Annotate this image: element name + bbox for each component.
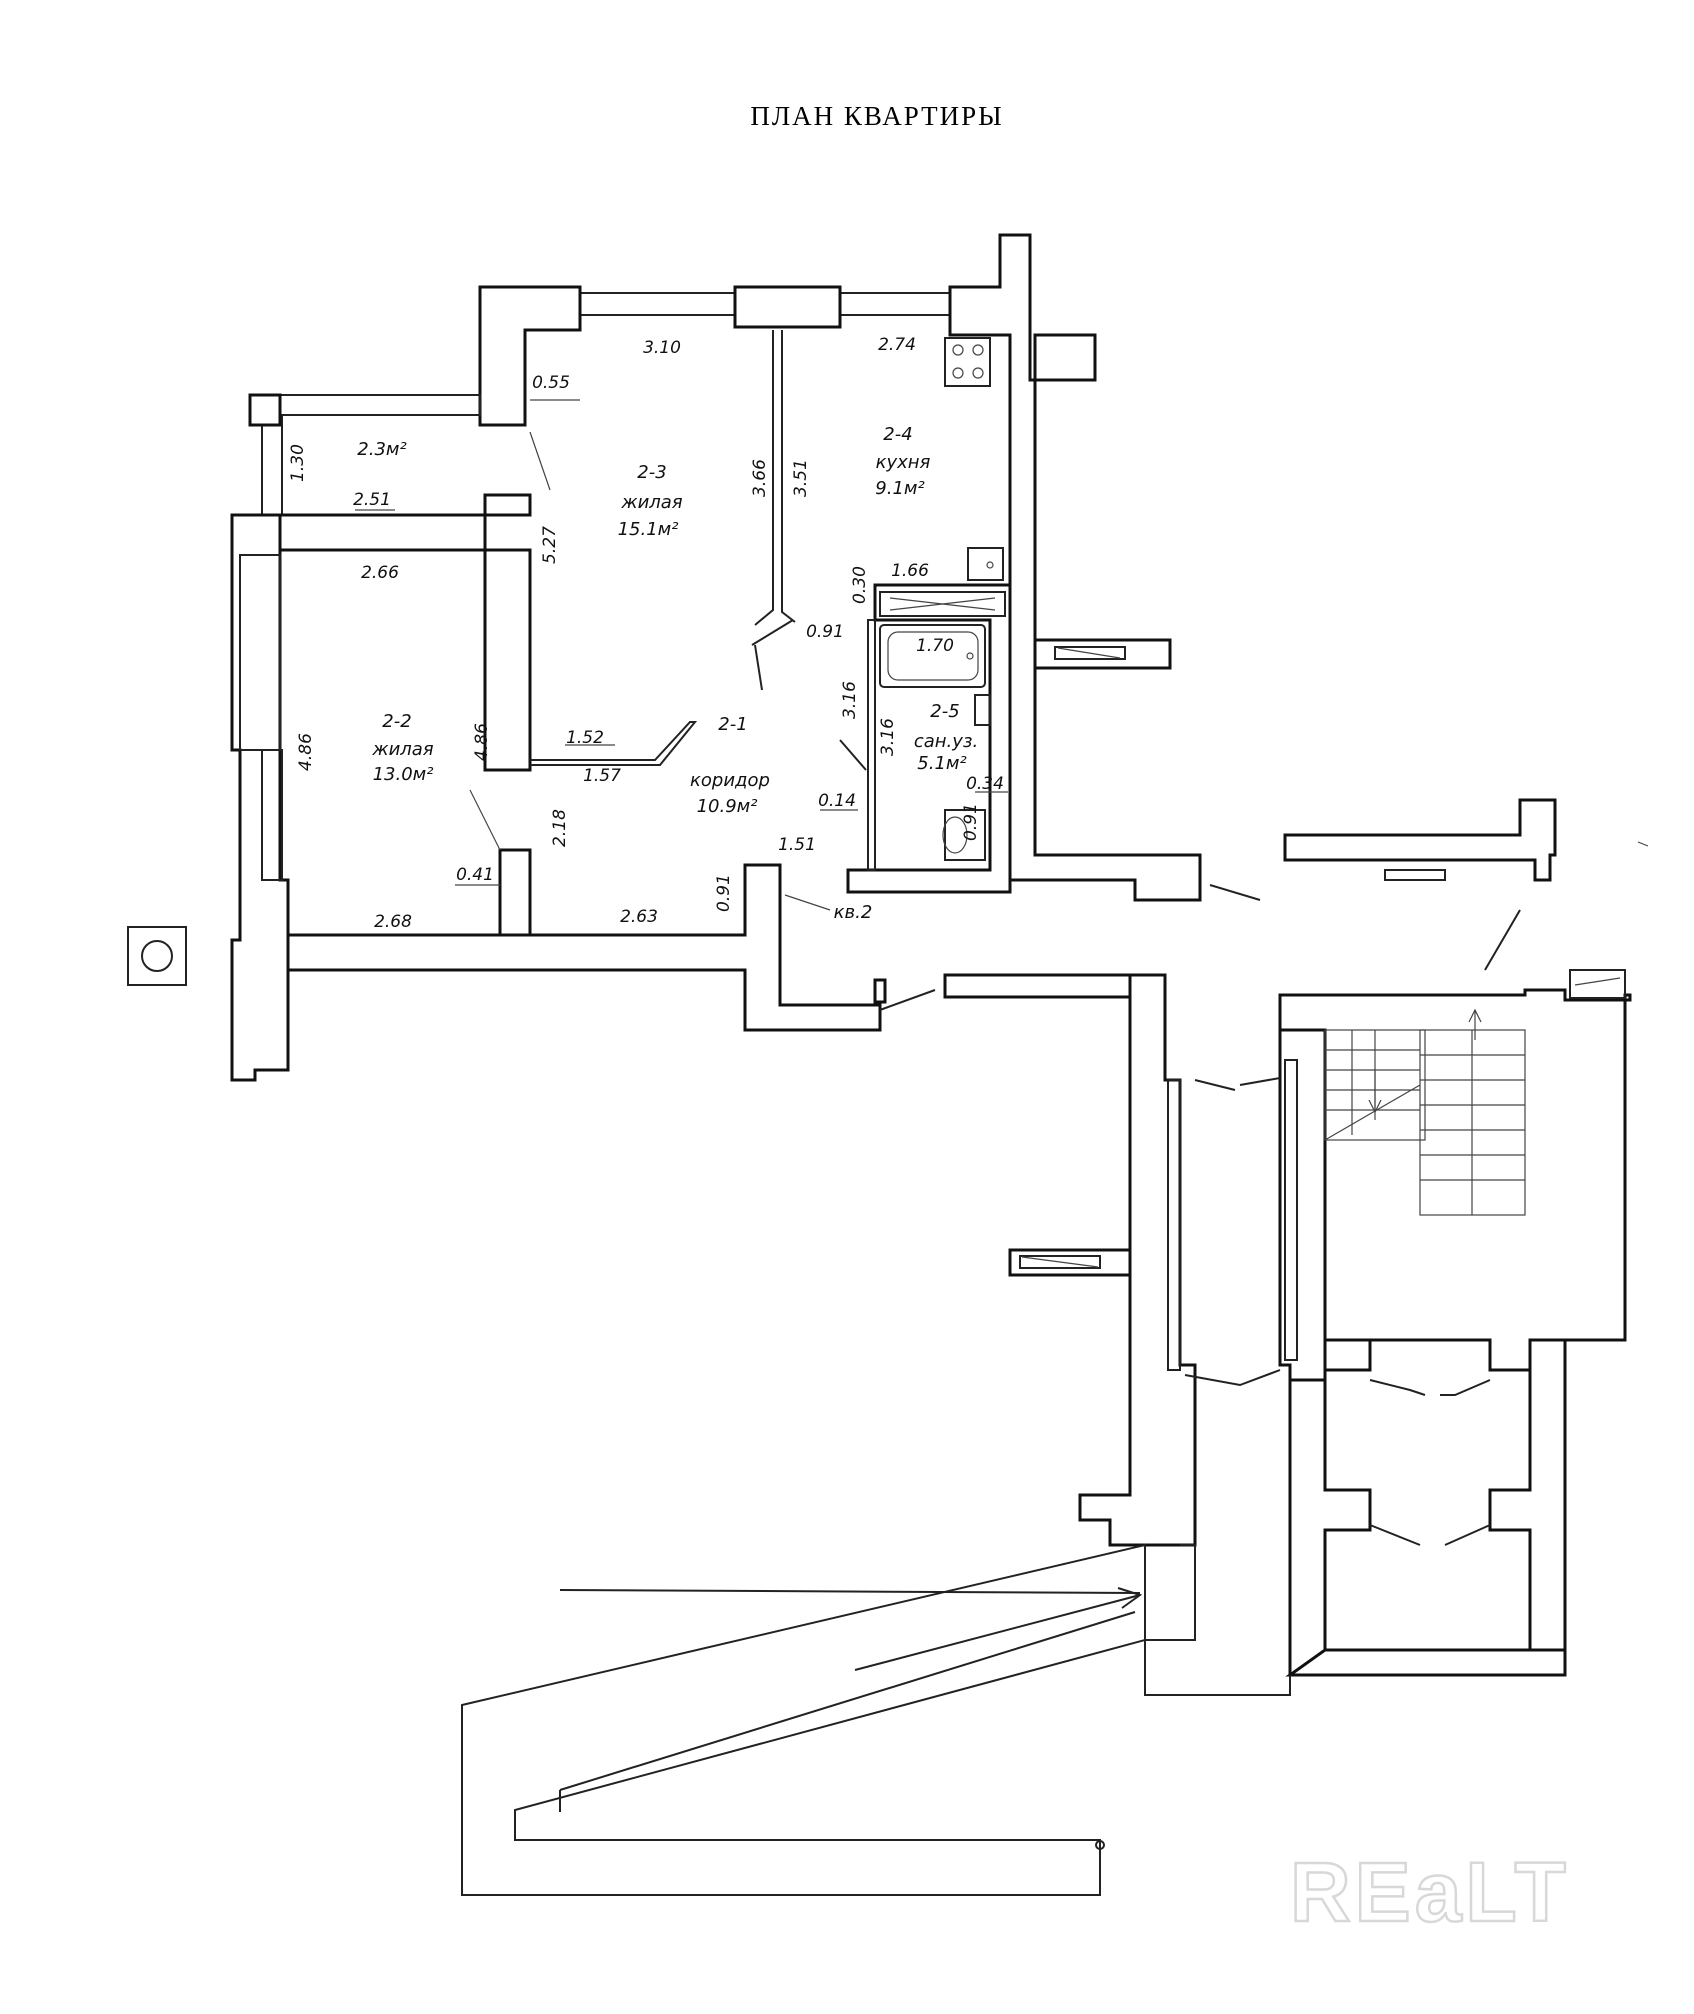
- room-area-2-1: 10.9м²: [697, 796, 758, 817]
- wall-bottom: [286, 848, 882, 1032]
- window-2-2-upper: [239, 554, 281, 751]
- dim-1-52: 1.52: [566, 728, 604, 748]
- door-stair: [1484, 909, 1521, 971]
- wall-corridor-right: [1278, 1028, 1327, 1382]
- ramp-arrow: [1117, 1587, 1143, 1609]
- door-jamb: [873, 978, 887, 1004]
- stair-steps: [1324, 1008, 1526, 1216]
- stove-icon: [944, 337, 991, 387]
- dim-3-51: 3.51: [791, 459, 811, 497]
- dim-0-55: 0.55: [532, 373, 570, 393]
- dim-1-70: 1.70: [916, 636, 954, 656]
- corner-block-top-left: [478, 285, 582, 427]
- page-title: ПЛАН КВАРТИРЫ: [750, 101, 1003, 131]
- dim-3-66: 3.66: [750, 459, 770, 497]
- vent-right: [1033, 638, 1172, 670]
- dim-0-91-b: 0.91: [961, 803, 981, 841]
- dim-2-18: 2.18: [550, 809, 570, 847]
- dim-1-51: 1.51: [778, 835, 816, 855]
- partition-2-3-corridor: [530, 721, 698, 766]
- partition-2-3-2-4: [754, 330, 796, 626]
- dim-0-30: 0.30: [850, 566, 870, 604]
- room-type-2-1: коридор: [690, 770, 770, 791]
- bathroom-partition: [867, 619, 876, 871]
- balcony-area: 2.3м²: [357, 439, 406, 460]
- ramp: [461, 1543, 1146, 1896]
- dim-2-63: 2.63: [620, 907, 658, 927]
- room-id-2-4: 2-4: [883, 424, 912, 445]
- dim-0-34: 0.34: [966, 774, 1004, 794]
- room-labels: 2-3 жилая 15.1м² 2-4 кухня 9.1м² 2-2 жил…: [357, 424, 978, 923]
- window-corridor: [1167, 1079, 1181, 1371]
- dim-3-16-b: 3.16: [878, 718, 898, 756]
- room-id-2-3: 2-3: [637, 462, 666, 483]
- apartment-walls: [230, 233, 1202, 1082]
- dim-1-30: 1.30: [288, 444, 308, 482]
- dim-2-68: 2.68: [374, 912, 412, 932]
- dim-5-27: 5.27: [540, 526, 560, 564]
- partition-2-2: [498, 848, 532, 937]
- dim-0-91-c: 0.91: [714, 874, 734, 912]
- apartment-label: кв.2: [834, 902, 873, 923]
- vent-corridor: [1008, 1248, 1132, 1277]
- dim-2-74: 2.74: [878, 335, 916, 355]
- watermark-logo: REaLT: [1290, 1845, 1570, 1939]
- pier-top: [733, 285, 842, 329]
- wall-lower-left: [1288, 1378, 1372, 1677]
- room-id-2-2: 2-2: [382, 711, 411, 732]
- wall-lower-right: [1488, 1338, 1567, 1677]
- dimension-labels: 3.10 2.74 0.55 1.30 2.51 2.66 5.27 3.66 …: [288, 335, 1004, 932]
- dim-1-66: 1.66: [891, 561, 929, 581]
- doors-lower-2: [1369, 1524, 1491, 1546]
- room-area-2-5: 5.1м²: [917, 753, 966, 774]
- circle-symbol-icon: [127, 926, 187, 986]
- balcony-rail-top: [249, 394, 481, 416]
- dim-2-66: 2.66: [361, 563, 399, 583]
- door-leaf-2-3: [754, 644, 763, 691]
- balcony-post: [248, 393, 282, 427]
- door-swing-2-3: [751, 619, 794, 646]
- room-area-2-4: 9.1м²: [875, 478, 924, 499]
- stairwell: [879, 798, 1632, 1696]
- dim-2-51: 2.51: [353, 490, 391, 510]
- dim-4-86-a: 4.86: [296, 733, 316, 771]
- bathtub-icon: [879, 624, 986, 688]
- wall-entrance-stub: [943, 973, 1132, 999]
- window-2-4: [839, 292, 951, 316]
- room-id-2-5: 2-5: [930, 701, 959, 722]
- room-type-2-5: сан.уз.: [914, 731, 978, 752]
- sink-icon: [967, 547, 1004, 581]
- sink-bathroom: [974, 694, 991, 726]
- room-area-2-3: 15.1м²: [618, 519, 679, 540]
- door-bathroom: [839, 739, 867, 771]
- dim-1-57: 1.57: [583, 766, 621, 786]
- room-type-2-2: жилая: [371, 739, 433, 760]
- dim-0-14: 0.14: [818, 791, 856, 811]
- dim-4-86-b: 4.86: [472, 723, 492, 761]
- room-id-2-1: 2-1: [718, 714, 747, 735]
- balcony-rail-left: [261, 414, 283, 516]
- toilet-icon: [942, 809, 986, 861]
- dim-3-10: 3.10: [643, 338, 681, 358]
- room-type-2-3: жилая: [620, 492, 682, 513]
- window-2-3: [559, 292, 736, 316]
- doors-lower-1: [1369, 1379, 1491, 1396]
- ramp-outline: [461, 1543, 1146, 1896]
- window-2-2-lower: [261, 749, 283, 881]
- room-type-2-4: кухня: [876, 452, 931, 473]
- wall-stair-top: [1283, 798, 1557, 882]
- dim-3-16-a: 3.16: [840, 681, 860, 719]
- dimension-lines: [355, 399, 1008, 911]
- vent-duct-kitchen: [879, 591, 1006, 617]
- dim-0-91-a: 0.91: [806, 622, 844, 642]
- dim-0-41: 0.41: [456, 865, 494, 885]
- room-area-2-2: 13.0м²: [373, 764, 434, 785]
